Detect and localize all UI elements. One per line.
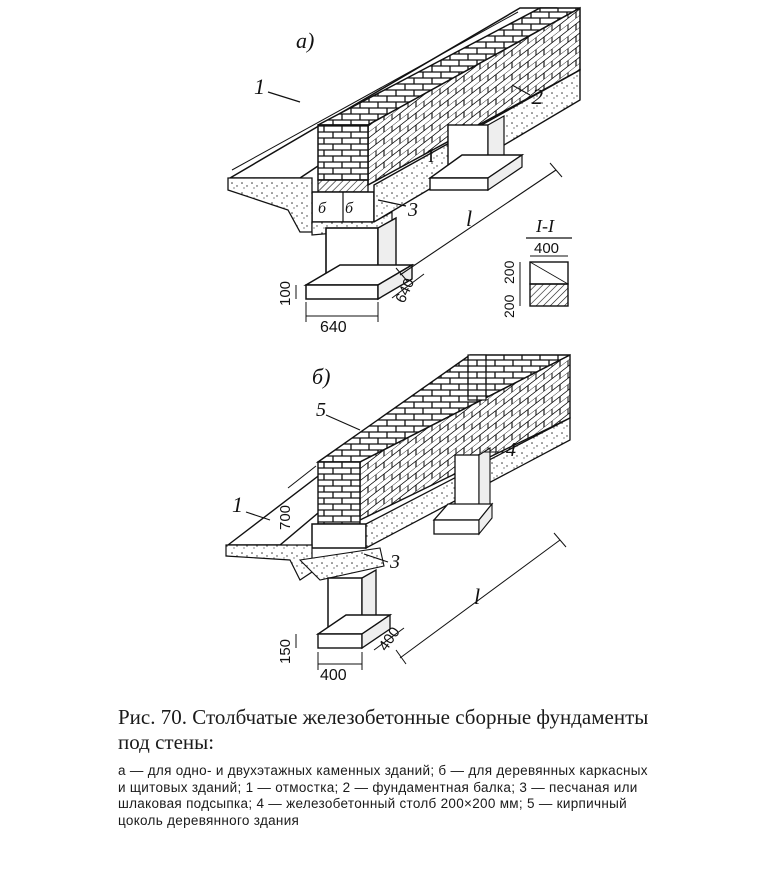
diagram-a: а) 1 2 3 I б б l 100 640 640 I-I 400 200… <box>227 6 581 336</box>
part-b-label: б) <box>312 364 330 389</box>
caption-title: Рис. 70. Столбчатые железобетонные сборн… <box>118 705 649 754</box>
section-title: I-I <box>535 216 555 236</box>
dim-width-front-b: 400 <box>320 667 347 684</box>
callout-2-a: 2 <box>532 84 543 109</box>
block-letter-1: б <box>318 200 327 217</box>
caption-body: а — для одно- и двухэтажных каменных зда… <box>118 763 648 828</box>
figure-caption: Рис. 70. Столбчатые железобетонные сборн… <box>118 705 658 829</box>
dim-height-b: 150 <box>277 639 294 664</box>
part-a-label: а) <box>296 28 314 53</box>
dim-height-a: 100 <box>277 281 294 306</box>
section-upper: 200 <box>501 260 517 284</box>
callout-1-a: 1 <box>254 74 265 99</box>
section-width: 400 <box>534 240 559 257</box>
callout-1-b: 1 <box>232 492 243 517</box>
dim-width-front-a: 640 <box>320 319 347 336</box>
dim-plinth-b: 700 <box>277 505 294 530</box>
callout-5-b: 5 <box>316 399 326 421</box>
block-letter-2: б <box>345 200 354 217</box>
span-label-b: l <box>474 584 480 609</box>
section-mark-a: I <box>428 146 434 166</box>
callout-4-b: 4 <box>506 439 516 461</box>
callout-3-a: 3 <box>407 199 418 221</box>
span-label-a: l <box>466 206 472 231</box>
figure-illustration: а) 1 2 3 I б б l 100 640 640 I-I 400 200… <box>225 6 581 684</box>
callout-3-b: 3 <box>389 551 400 573</box>
diagram-b: б) 5 4 1 3 l 700 150 400 400 <box>225 353 571 684</box>
section-lower: 200 <box>501 294 517 318</box>
